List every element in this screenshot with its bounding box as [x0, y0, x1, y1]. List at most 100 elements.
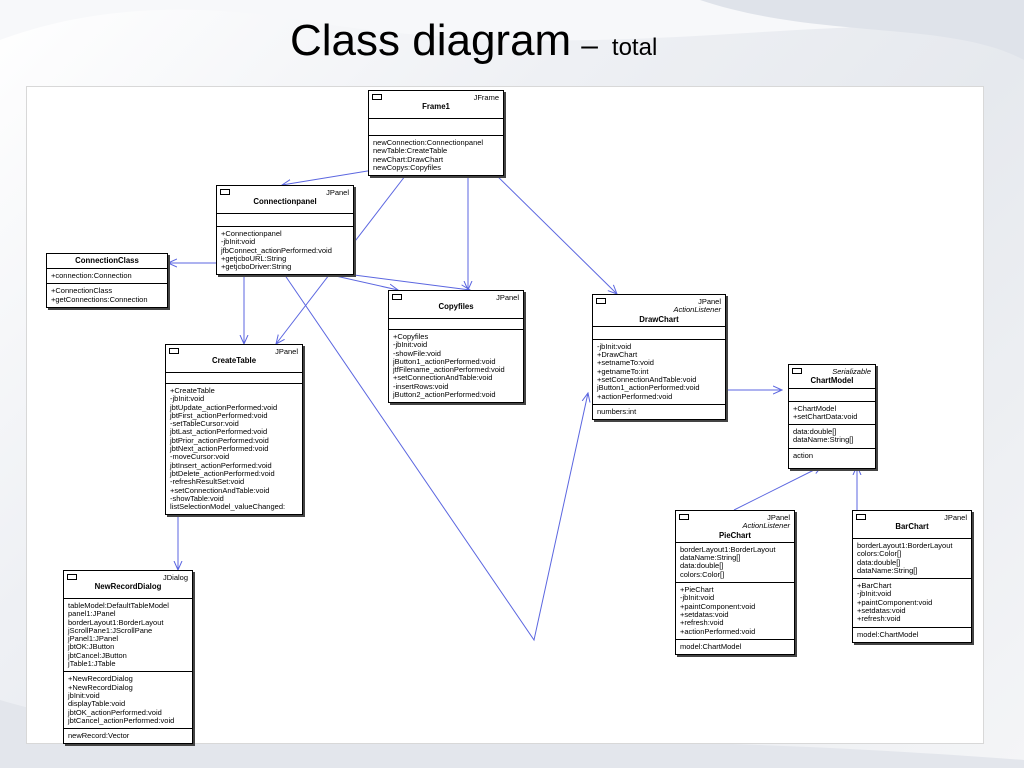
member-line: +Copyfiles [393, 332, 429, 341]
class-box-piechart[interactable]: JPanel ActionListener PieChart borderLay… [675, 510, 795, 656]
class-stereotype: JPanel [496, 293, 519, 302]
class-box-barchart[interactable]: JPanel BarChart borderLayout1:BorderLayo… [852, 510, 972, 643]
class-name: ChartModel [810, 376, 854, 386]
member-line: +refresh:void [680, 618, 724, 628]
member-line: -jbInit:void [221, 237, 256, 247]
member-line: +getConnections:Connection [51, 294, 148, 304]
operations-section: +BarChart-jbInit:void+paintComponent:voi… [853, 578, 971, 626]
member-line: jScrollPane1:JScrollPane [68, 625, 153, 635]
member-line: -insertRows:void [393, 381, 449, 391]
class-box-drawchart[interactable]: JPanel ActionListener DrawChart -jbInit:… [592, 294, 726, 421]
member-line: tableModel:DefaultTableModel [68, 601, 169, 610]
class-name: PieChart [718, 530, 752, 540]
member-line: numbers:int [597, 406, 637, 416]
class-box-newrecorddialog[interactable]: JDialog NewRecordDialog tableModel:Defau… [63, 570, 193, 745]
member-line: +Connectionpanel [221, 229, 282, 238]
class-name: CreateTable [211, 356, 257, 366]
attributes-section [217, 213, 353, 226]
class-interface: Serializable [832, 367, 871, 376]
package-tab-icon [679, 514, 689, 520]
operations-section: +ConnectionClass+getConnections:Connecti… [47, 283, 167, 307]
member-line: jButton1_actionPerformed:void [597, 383, 700, 393]
class-stereotype: JPanel [944, 513, 967, 522]
member-line: colors:Color[] [680, 569, 725, 579]
member-line: -showFile:void [393, 348, 441, 358]
member-line: jButton1_actionPerformed:void [393, 356, 496, 366]
member-line: +setConnectionAndTable:void [170, 485, 270, 495]
member-line: +getnameTo:int [597, 366, 649, 376]
member-line: colors:Color[] [857, 549, 902, 559]
class-stereotype: JDialog [162, 573, 188, 582]
member-line: jfbConnect_actionPerformed:void [221, 245, 332, 255]
class-name: ConnectionClass [75, 256, 139, 265]
member-line: -jbInit:void [393, 340, 428, 350]
class-box-copyfiles[interactable]: JPanel Copyfiles +Copyfiles-jbInit:void-… [388, 290, 524, 404]
member-line: +setnameTo:void [597, 358, 654, 368]
spacer-section [789, 387, 875, 401]
member-line: +getjcboURL:String [221, 253, 287, 263]
member-line: jButton2_actionPerformed:void [393, 390, 496, 400]
class-stereotype: JFrame [473, 93, 499, 102]
attributes-section: +connection:Connection [47, 268, 167, 283]
member-line: model:ChartModel [857, 629, 919, 639]
member-line: borderLayout1:BorderLayout [68, 617, 164, 627]
member-line: newRecord:Vector [68, 731, 130, 741]
member-line: model:ChartModel [680, 641, 742, 651]
member-line: jPanel1:JPanel [68, 634, 119, 644]
member-line: borderLayout1:BorderLayout [680, 544, 776, 554]
member-line: jtfFilename_actionPerformed:void [393, 365, 505, 375]
member-line: jbtOK_actionPerformed:void [68, 707, 162, 717]
package-tab-icon [392, 294, 402, 300]
member-line: -setTableCursor:void [170, 419, 239, 429]
attributes-section [369, 118, 503, 135]
extra-section: numbers:int [593, 403, 725, 419]
extra-section: model:ChartModel [853, 626, 971, 642]
member-line: -showTable:void [170, 493, 224, 503]
extra-section: action [789, 447, 875, 468]
member-line: newConnection:Connectionpanel [373, 138, 484, 147]
member-line: +ChartModel [793, 403, 837, 413]
member-line: +actionPerformed:void [680, 626, 756, 636]
class-box-createtable[interactable]: JPanel CreateTable +CreateTable-jbInit:v… [165, 344, 303, 516]
member-line: data:double[] [680, 561, 724, 571]
member-line: -jbInit:void [170, 394, 205, 404]
class-name: BarChart [895, 522, 929, 532]
member-line: +actionPerformed:void [597, 391, 673, 401]
member-line: newCopys:Copyfiles [373, 162, 441, 172]
member-line: jbtUpdate_actionPerformed:void [170, 402, 278, 412]
class-box-connectionclass[interactable]: ConnectionClass +connection:Connection +… [46, 253, 168, 308]
member-line: jbtCancel:JButton [68, 650, 127, 660]
class-stereotype: JPanel [767, 513, 790, 522]
member-line: action [793, 450, 814, 460]
member-line: +setConnectionAndTable:void [393, 373, 493, 383]
member-line: +refresh:void [857, 614, 901, 624]
member-line: data:double[] [857, 557, 901, 567]
class-box-frame1[interactable]: JFrame Frame1 newConnection:Connectionpa… [368, 90, 504, 177]
member-line: panel1:JPanel [68, 609, 116, 619]
member-line: jbtInsert_actionPerformed:void [170, 460, 272, 470]
member-line: +setdatas:void [857, 606, 906, 616]
member-line: jbtPrior_actionPerformed:void [170, 435, 269, 445]
class-box-connectionpanel[interactable]: JPanel Connectionpanel +Connectionpanel-… [216, 185, 354, 276]
member-line: jTable1:JTable [68, 659, 116, 669]
member-line: dataName:String[] [857, 565, 918, 575]
member-line: -moveCursor:void [170, 452, 230, 462]
member-line: +getjcboDriver:String [221, 262, 292, 272]
member-line: listSelectionModel_valueChanged: [170, 502, 286, 512]
operations-section: -jbInit:void+DrawChart+setnameTo:void+ge… [593, 338, 725, 404]
member-line: +NewRecordDialog [68, 674, 133, 684]
member-line: +PieChart [680, 585, 714, 595]
member-line: +CreateTable [170, 386, 215, 395]
member-line: jbtLast_actionPerformed:void [170, 427, 268, 437]
member-line: jbtOK:JButton [68, 642, 115, 652]
member-line: jbtNext_actionPerformed:void [170, 444, 269, 454]
class-box-chartmodel[interactable]: Serializable ChartModel +ChartModel+setC… [788, 364, 876, 470]
member-line: dataName:String[] [680, 553, 741, 563]
